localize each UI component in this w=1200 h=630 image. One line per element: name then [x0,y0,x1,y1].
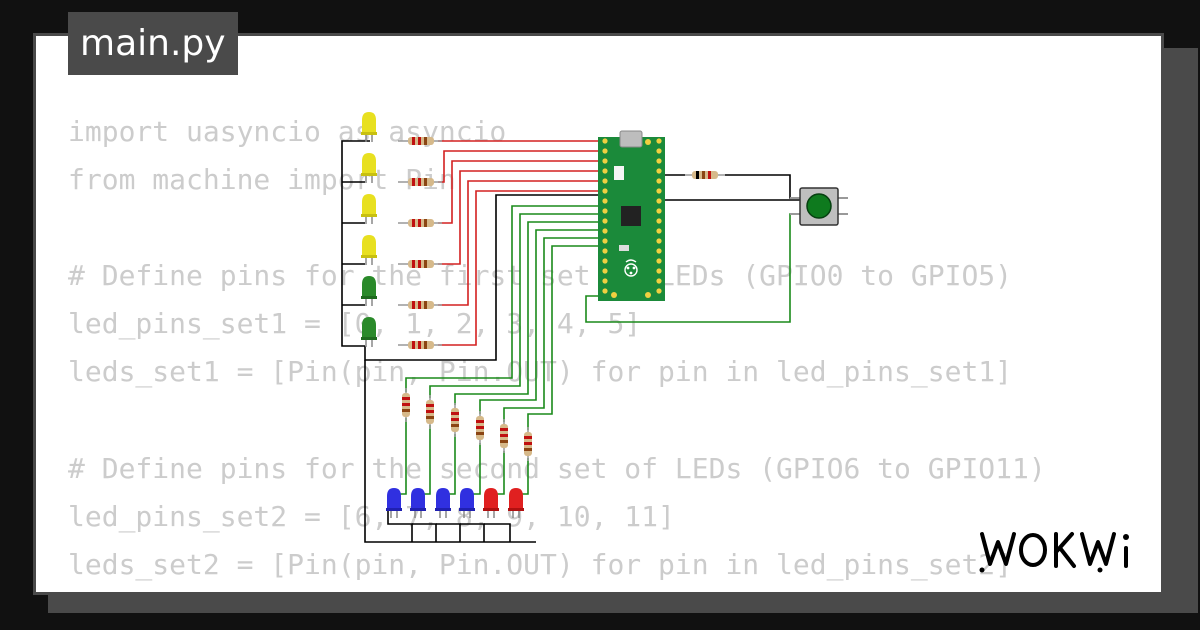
ground-wires-set1 [341,140,598,361]
pico-pins-right [656,138,662,294]
code-line: import uasyncio as asyncio [68,115,507,148]
code-line: # Define pins for the second set of LEDs… [68,451,1046,485]
code-line: led_pins_set1 = [0, 1, 2, 3, 4, 5] [68,307,642,341]
resistor [398,260,442,268]
resistors-set2 [402,388,532,461]
resistor [398,178,442,186]
code-line: leds_set1 = [Pin(pin, Pin.OUT) for pin i… [68,355,1013,389]
resistor [500,419,508,453]
led-green [361,276,377,306]
ground-wires-set2 [364,360,536,543]
led-blue [410,488,426,518]
wires-set1 [438,140,598,346]
resistor [402,388,410,422]
led-yellow [361,194,377,224]
resistor [398,341,442,349]
wires-set2 [400,205,598,495]
led-blue [459,488,475,518]
push-button [790,187,848,226]
resistor [451,403,459,437]
wire-led6 [438,190,598,346]
wire-led5 [438,180,598,306]
leds-set1 [361,112,377,347]
wire-led3 [438,160,598,224]
wire-led2 [438,150,598,183]
code-line: led_pins_set2 = [6, 7, 8, 9, 10, 11] [68,499,675,533]
led-green [361,317,377,347]
led-red [483,488,499,518]
resistor [685,171,725,179]
pico-pins-left [602,138,608,294]
wire-led4 [438,170,598,265]
resistors-set1 [398,137,442,349]
led-red [508,488,524,518]
resistor [398,137,442,145]
leds-set2 [386,488,524,518]
pico-board [598,130,665,301]
led-yellow [361,112,377,142]
resistor [426,395,434,429]
code-line: leds_set2 = [Pin(pin, Pin.OUT) for pin i… [68,547,1013,581]
file-tab[interactable]: main.py [68,12,238,75]
resistor [398,301,442,309]
wokwi-logo [979,532,1129,573]
led-blue [435,488,451,518]
resistor [476,411,484,445]
led-yellow [361,235,377,265]
raspberry-logo-icon [624,259,638,277]
resistor [524,427,532,461]
led-yellow [361,153,377,183]
code-line: # Define pins for the first set of LEDs … [68,259,1013,293]
led-blue [386,488,402,518]
resistor [398,219,442,227]
